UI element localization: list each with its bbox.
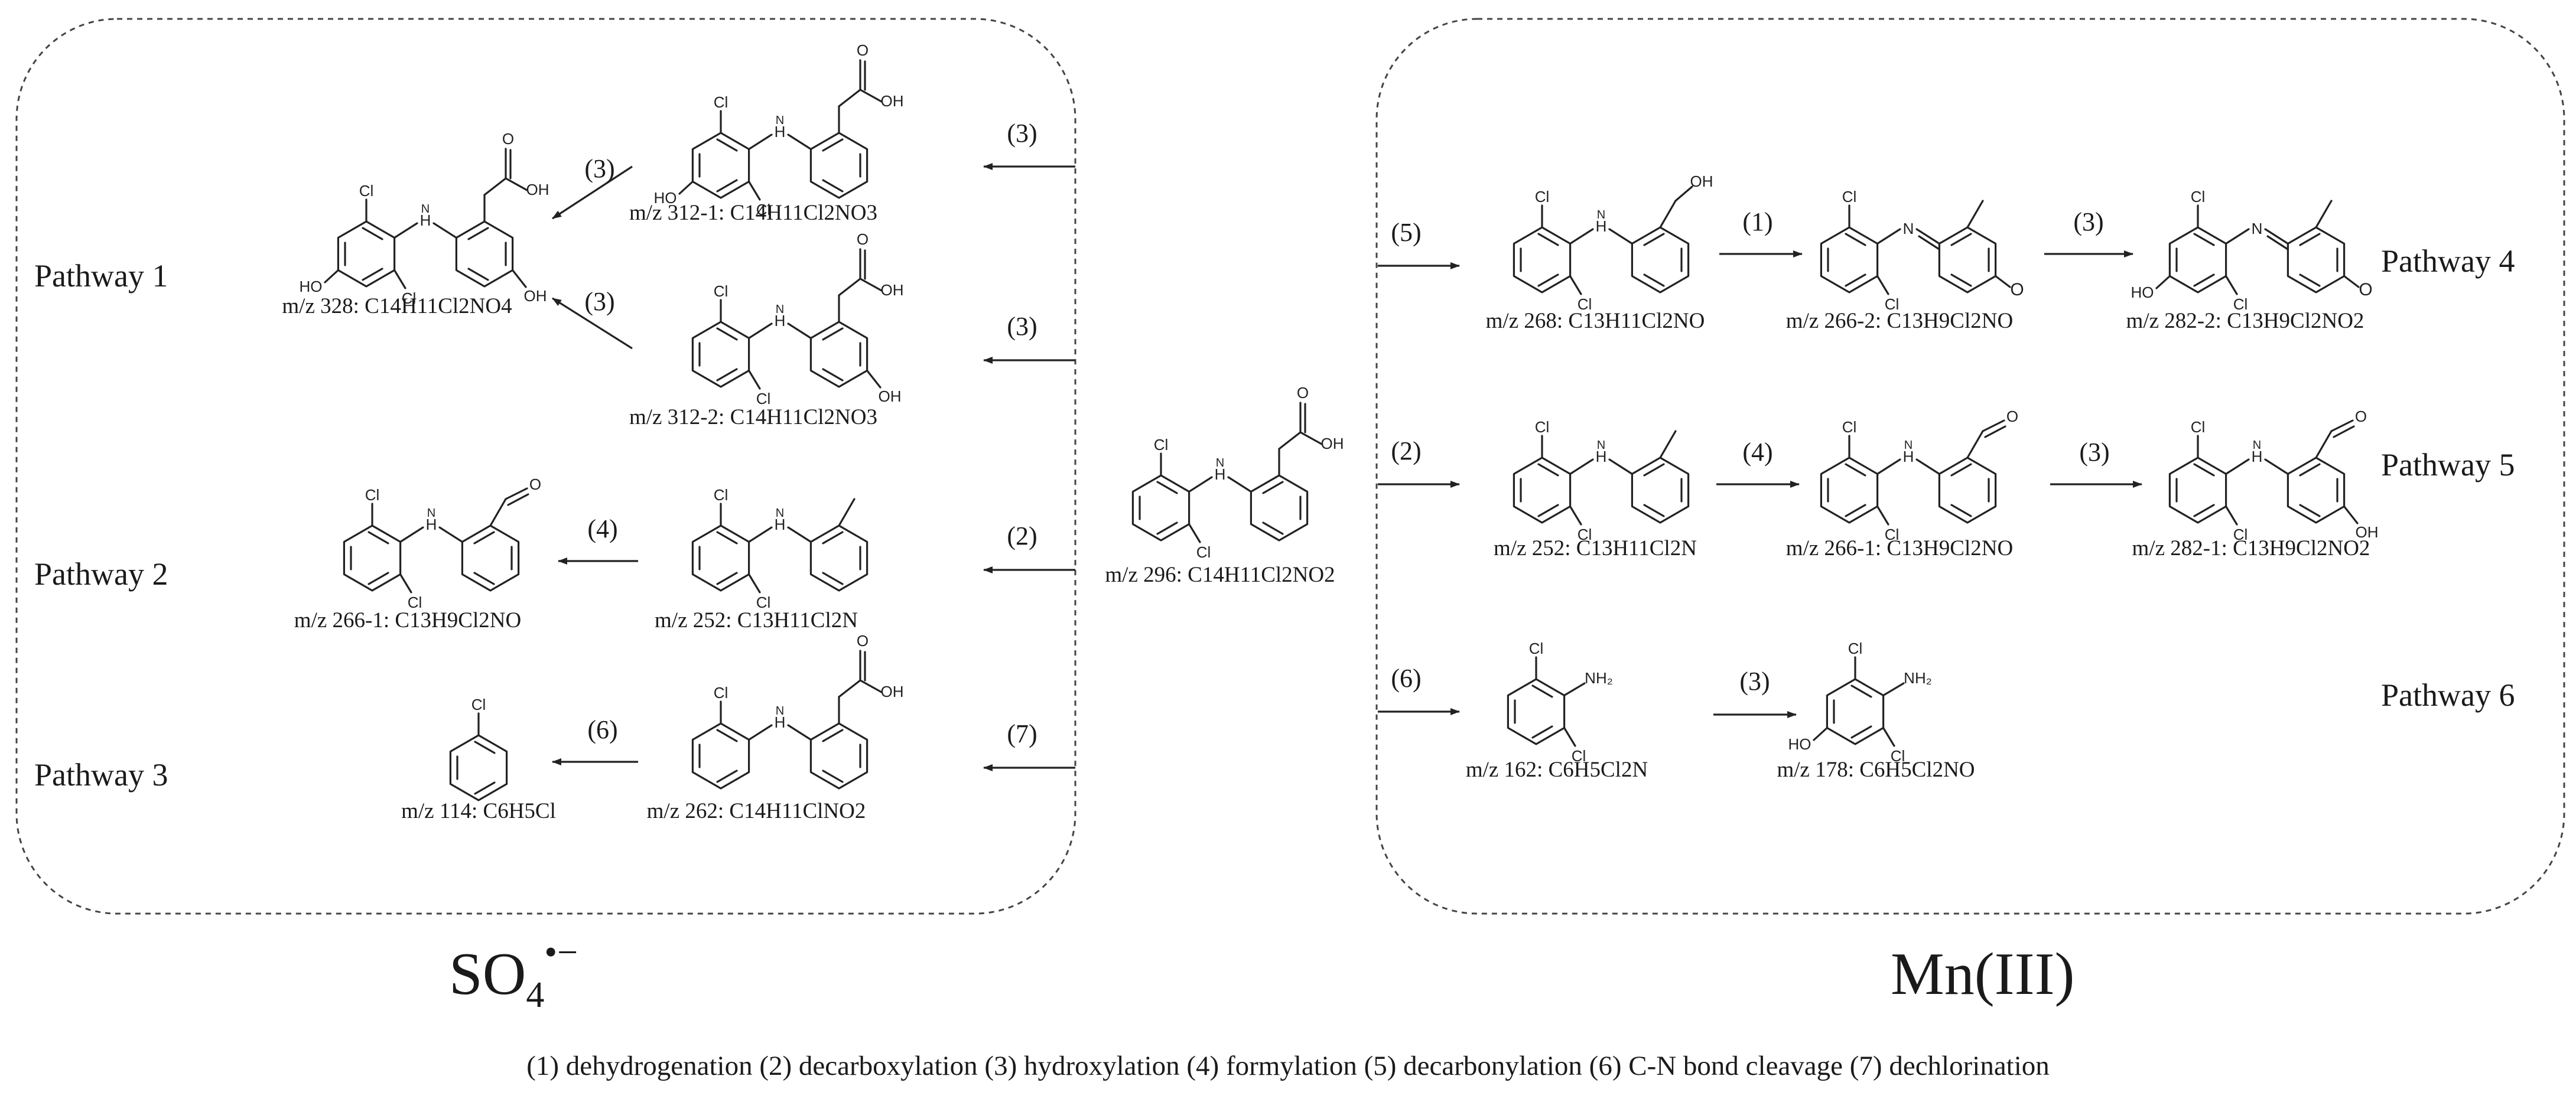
pathway-6-label: Pathway 6 (2381, 677, 2515, 713)
label-266-1-left: m/z 266-1: C13H9Cl2NO (294, 608, 521, 632)
pathway-3-label: Pathway 3 (34, 757, 168, 793)
structure-162: NH₂ (1507, 638, 1613, 766)
structure-266-2 (1820, 187, 2025, 314)
label-252-right: m/z 252: C13H11Cl2N (1494, 536, 1697, 560)
step-252-to-266-1-left: (4) (587, 514, 617, 543)
step-to-268: (5) (1391, 218, 1421, 247)
step-266-1-to-282-1: (3) (2079, 438, 2109, 467)
label-282-2: m/z 282-2: C13H9Cl2NO2 (2126, 309, 2364, 333)
svg-text:NH₂: NH₂ (1585, 669, 1613, 687)
mn-panel-box (1375, 18, 2565, 915)
label-266-1-right: m/z 266-1: C13H9Cl2NO (1786, 536, 2013, 560)
label-266-2: m/z 266-2: C13H9Cl2NO (1786, 309, 2013, 333)
so4-radical-label: SO4•− (449, 933, 578, 1015)
label-328: m/z 328: C14H11Cl2NO4 (282, 294, 512, 318)
svg-text:NH₂: NH₂ (1904, 669, 1932, 687)
step-312-1-to-328: (3) (584, 154, 614, 183)
mn-iii-label: Mn(III) (1891, 941, 2075, 1008)
label-114: m/z 114: C6H5Cl (401, 799, 556, 823)
pathway-1-label: Pathway 1 (34, 258, 168, 294)
reaction-legend: (1) dehydrogenation (2) decarboxylation … (526, 1051, 2050, 1081)
structure-328 (298, 129, 551, 308)
structure-252-left (691, 485, 869, 612)
structure-312-1 (652, 40, 905, 220)
pathway-4-label: Pathway 4 (2381, 243, 2515, 279)
step-to-252-left: (2) (1007, 521, 1037, 550)
structure-266-1-left (343, 474, 542, 612)
structure-262 (691, 631, 905, 790)
label-262: m/z 262: C14H11ClNO2 (647, 799, 866, 823)
structure-268 (1513, 171, 1715, 314)
step-252-to-266-1-right: (4) (1742, 438, 1772, 467)
label-178: m/z 178: C6H5Cl2NO (1777, 758, 1975, 782)
step-312-2-to-328: (3) (584, 287, 614, 316)
arrow-312-1-to-328 (552, 165, 633, 220)
so4-panel-box (15, 18, 1076, 915)
label-312-2: m/z 312-2: C14H11Cl2NO3 (629, 405, 877, 429)
structure-296-parent (1131, 383, 1345, 562)
structure-178: NH₂ (1787, 638, 1932, 766)
step-to-262: (7) (1007, 719, 1037, 748)
label-268: m/z 268: C13H11Cl2NO (1486, 309, 1705, 333)
structure-282-2 (2129, 187, 2374, 314)
step-to-312-2: (3) (1007, 312, 1037, 341)
label-162: m/z 162: C6H5Cl2N (1466, 758, 1648, 782)
label-296-parent: m/z 296: C14H11Cl2NO2 (1105, 563, 1335, 587)
step-262-to-114: (6) (587, 715, 617, 744)
structure-252-right (1513, 417, 1690, 545)
step-266-2-to-282-2: (3) (2073, 207, 2103, 236)
arrow-312-2-to-328 (552, 297, 633, 350)
pathway-5-label: Pathway 5 (2381, 447, 2515, 482)
structure-266-1-right (1820, 406, 2019, 545)
structure-114 (449, 695, 508, 801)
step-to-252-right: (2) (1391, 436, 1421, 465)
label-282-1: m/z 282-1: C13H9Cl2NO2 (2132, 536, 2370, 560)
label-252-left: m/z 252: C13H11Cl2N (655, 608, 858, 632)
step-to-162: (6) (1391, 664, 1421, 693)
step-to-312-1: (3) (1007, 119, 1037, 148)
pathway-2-label: Pathway 2 (34, 556, 168, 592)
structure-312-2 (691, 229, 905, 409)
structure-282-1 (2168, 406, 2380, 545)
label-312-1: m/z 312-1: C14H11Cl2NO3 (629, 201, 877, 225)
step-268-to-266-2: (1) (1742, 207, 1772, 236)
step-162-to-178: (3) (1739, 667, 1770, 696)
